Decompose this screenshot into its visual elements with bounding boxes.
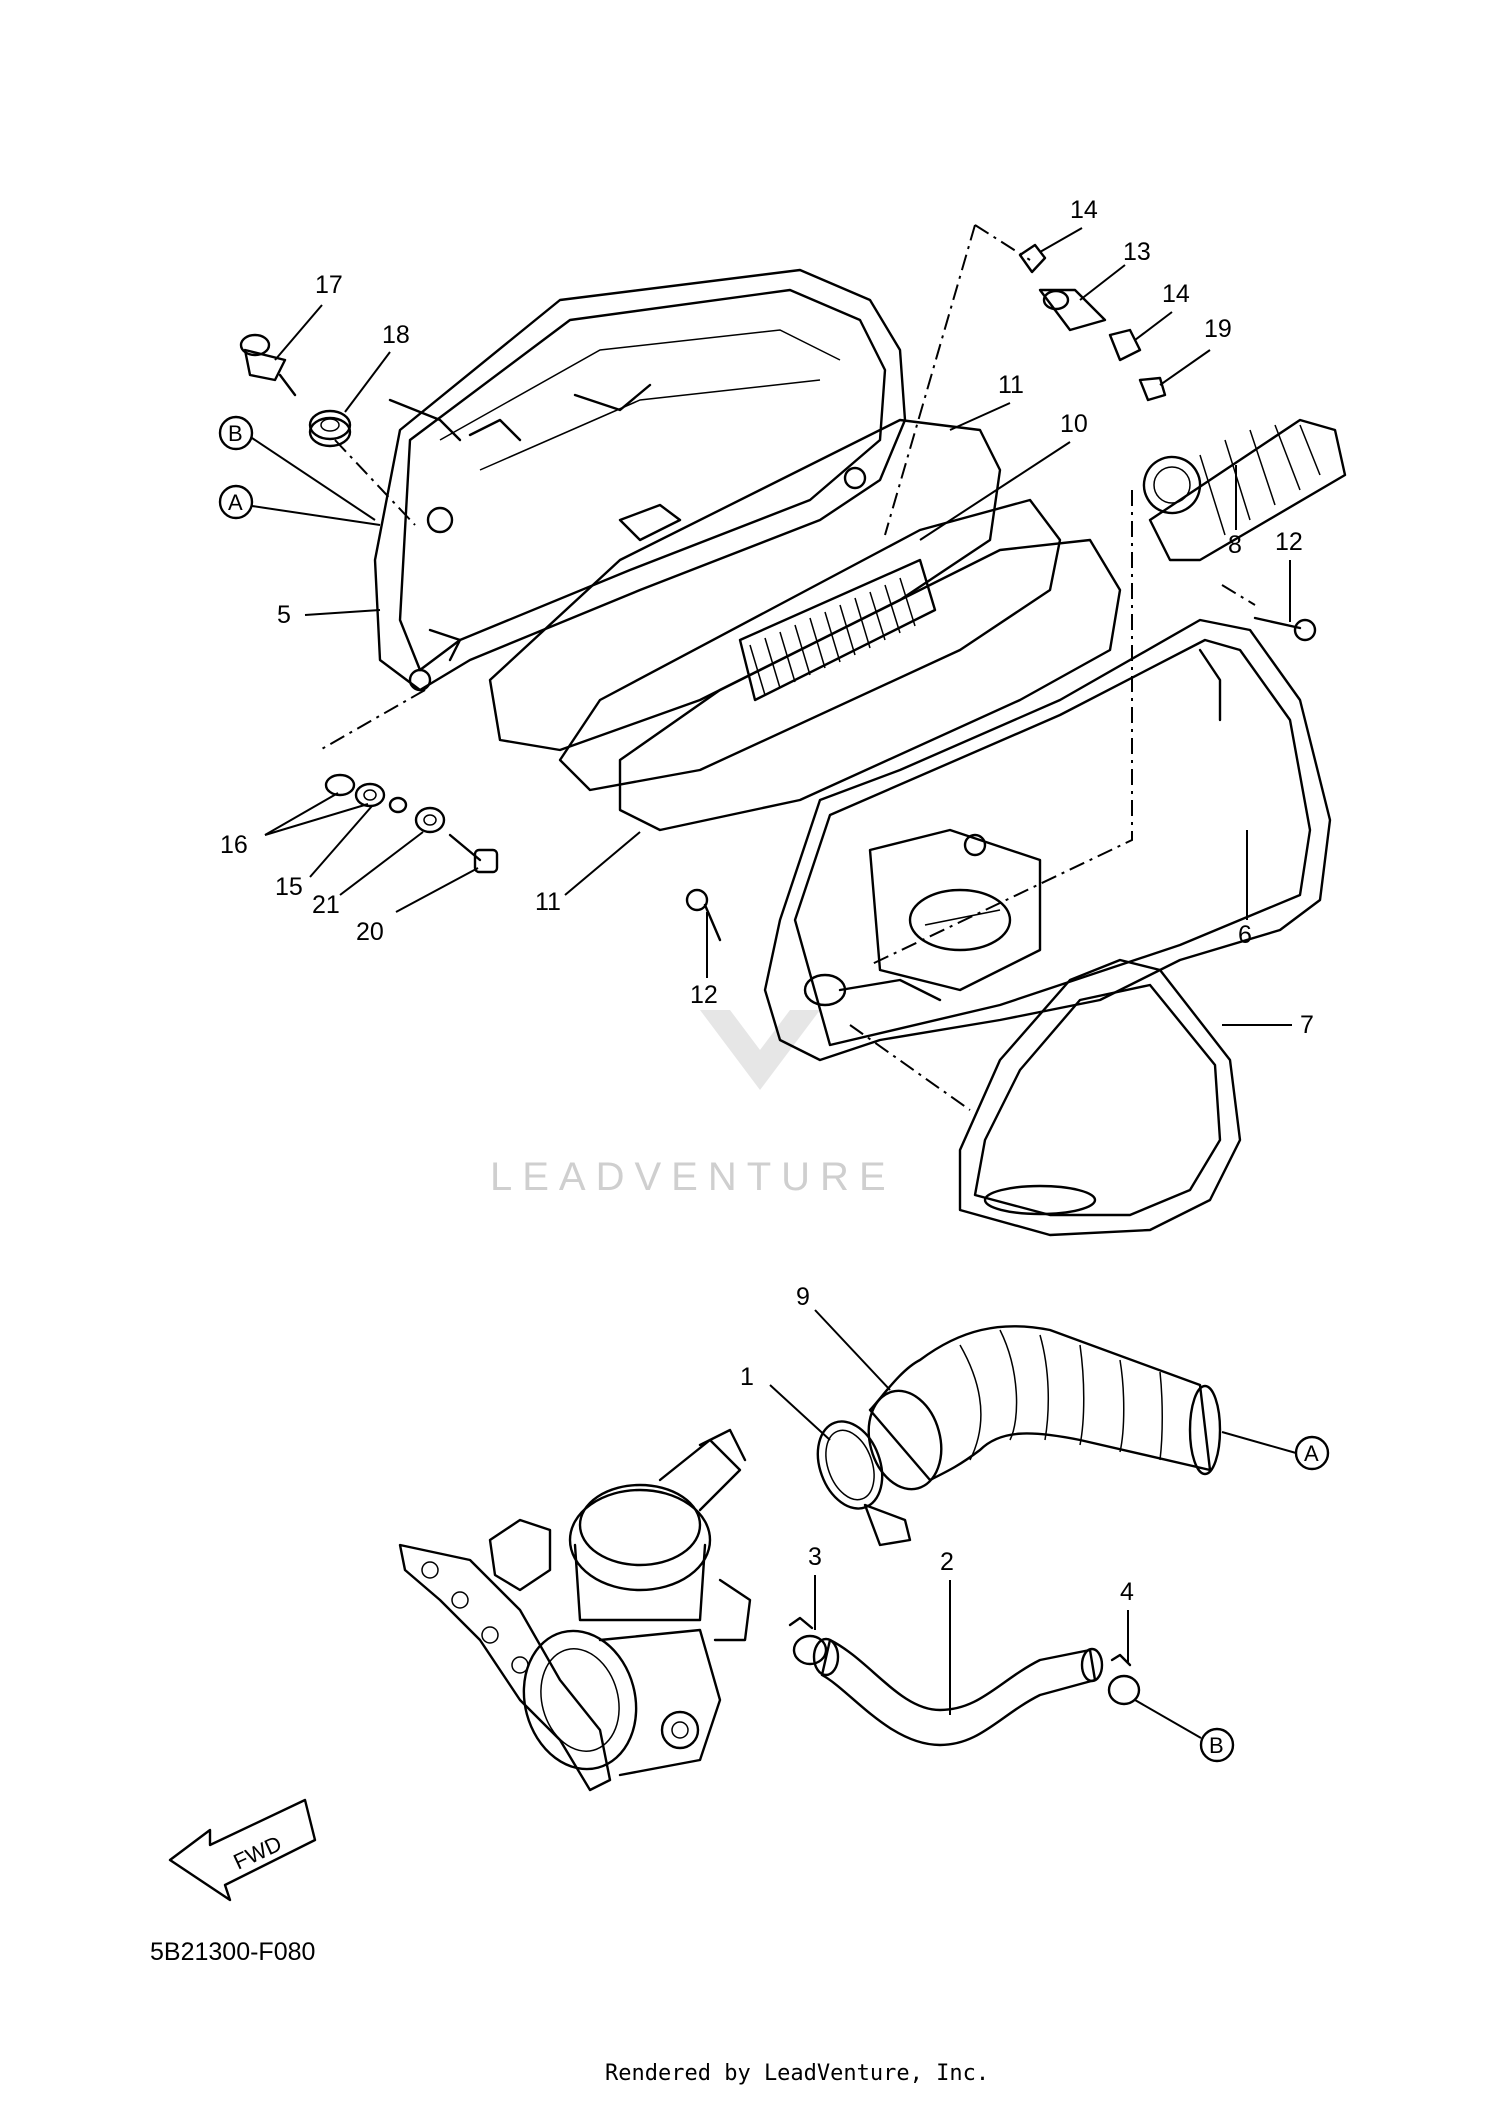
part-11-gasket-upper <box>488 418 1002 752</box>
callout-4: 4 <box>1120 1578 1134 1662</box>
svg-text:6: 6 <box>1238 921 1252 949</box>
callout-21: 21 <box>312 831 424 919</box>
svg-text:10: 10 <box>1060 410 1088 438</box>
svg-text:21: 21 <box>312 891 340 919</box>
svg-text:14: 14 <box>1070 196 1098 224</box>
svg-text:7: 7 <box>1300 1011 1314 1039</box>
callout-10: 10 <box>919 410 1088 541</box>
part-4-clip <box>1107 1653 1141 1706</box>
callout-14-top: 14 <box>1039 196 1098 253</box>
part-15-16-20-21-mount <box>324 773 499 874</box>
callout-11-bottom: 11 <box>535 831 641 916</box>
svg-text:16: 16 <box>220 831 248 859</box>
callout-11-top: 11 <box>949 371 1024 431</box>
callout-7: 7 <box>1222 1011 1314 1039</box>
svg-text:9: 9 <box>796 1283 810 1311</box>
part-17-bolt <box>239 333 297 397</box>
svg-text:15: 15 <box>275 873 303 901</box>
diagram-code: 5B21300-F080 <box>150 1938 315 1966</box>
footer-credit: Rendered by LeadVenture, Inc. <box>605 2061 989 2086</box>
svg-text:14: 14 <box>1162 280 1190 308</box>
part-2-hose <box>812 1637 1104 1747</box>
callout-12-left: 12 <box>690 912 718 1009</box>
ref-mark-b-top: B <box>218 415 376 521</box>
callout-1: 1 <box>740 1363 831 1441</box>
svg-text:11: 11 <box>998 371 1024 399</box>
callout-2: 2 <box>940 1548 954 1715</box>
throttle-body <box>398 1428 752 1792</box>
callout-8: 8 <box>1228 465 1242 559</box>
callout-6: 6 <box>1238 830 1252 949</box>
part-13-14-19-breather <box>1018 243 1167 402</box>
part-3-clip <box>788 1616 828 1666</box>
svg-text:12: 12 <box>1275 528 1303 556</box>
fwd-arrow-icon: FWD <box>168 1798 317 1902</box>
svg-text:3: 3 <box>808 1543 822 1571</box>
callout-12-right: 12 <box>1275 528 1303 622</box>
svg-text:12: 12 <box>690 981 718 1009</box>
svg-text:5: 5 <box>277 601 291 629</box>
part-12-screw-left <box>685 888 722 942</box>
callout-3: 3 <box>808 1543 822 1630</box>
svg-text:13: 13 <box>1123 238 1151 266</box>
callout-14-right: 14 <box>1134 280 1190 341</box>
part-6-airbox-case <box>763 618 1332 1062</box>
part-9-joint-hose <box>867 1325 1222 1491</box>
svg-text:A: A <box>228 490 243 515</box>
ref-mark-a-top: A <box>218 484 381 526</box>
part-5-airbox-cover <box>373 268 907 692</box>
assembly-lines <box>319 224 1256 1111</box>
callout-16: 16 <box>220 792 369 859</box>
part-10-filter-element <box>558 498 1062 792</box>
svg-text:B: B <box>228 421 243 446</box>
svg-text:1: 1 <box>740 1363 754 1391</box>
callout-9: 9 <box>796 1283 891 1391</box>
callout-19: 19 <box>1159 315 1232 386</box>
svg-text:18: 18 <box>382 321 410 349</box>
watermark-text: LEADVENTURE <box>490 1155 896 1199</box>
callout-20: 20 <box>356 867 479 946</box>
callout-5: 5 <box>277 601 381 629</box>
part-7-duct <box>958 958 1242 1237</box>
part-8-intake-pipe <box>1142 418 1347 562</box>
part-18-grommet <box>308 409 352 448</box>
callout-15: 15 <box>275 805 373 901</box>
part-11-gasket-lower <box>618 538 1122 832</box>
svg-text:8: 8 <box>1228 531 1242 559</box>
callout-13: 13 <box>1079 238 1151 301</box>
svg-text:19: 19 <box>1204 315 1232 343</box>
svg-text:B: B <box>1209 1733 1224 1758</box>
callout-18: 18 <box>344 321 410 413</box>
part-12-screw-right <box>1253 616 1317 642</box>
svg-text:4: 4 <box>1120 1578 1134 1606</box>
part-1-clamp <box>816 1420 912 1547</box>
svg-text:A: A <box>1304 1441 1319 1466</box>
svg-text:20: 20 <box>356 918 384 946</box>
ref-mark-a-bottom: A <box>1221 1431 1330 1471</box>
watermark: LEADVENTURE <box>490 1010 896 1199</box>
svg-text:11: 11 <box>535 888 561 916</box>
callout-17: 17 <box>274 271 343 361</box>
ref-mark-b-bottom: B <box>1134 1699 1235 1763</box>
svg-text:17: 17 <box>315 271 343 299</box>
svg-text:2: 2 <box>940 1548 954 1576</box>
